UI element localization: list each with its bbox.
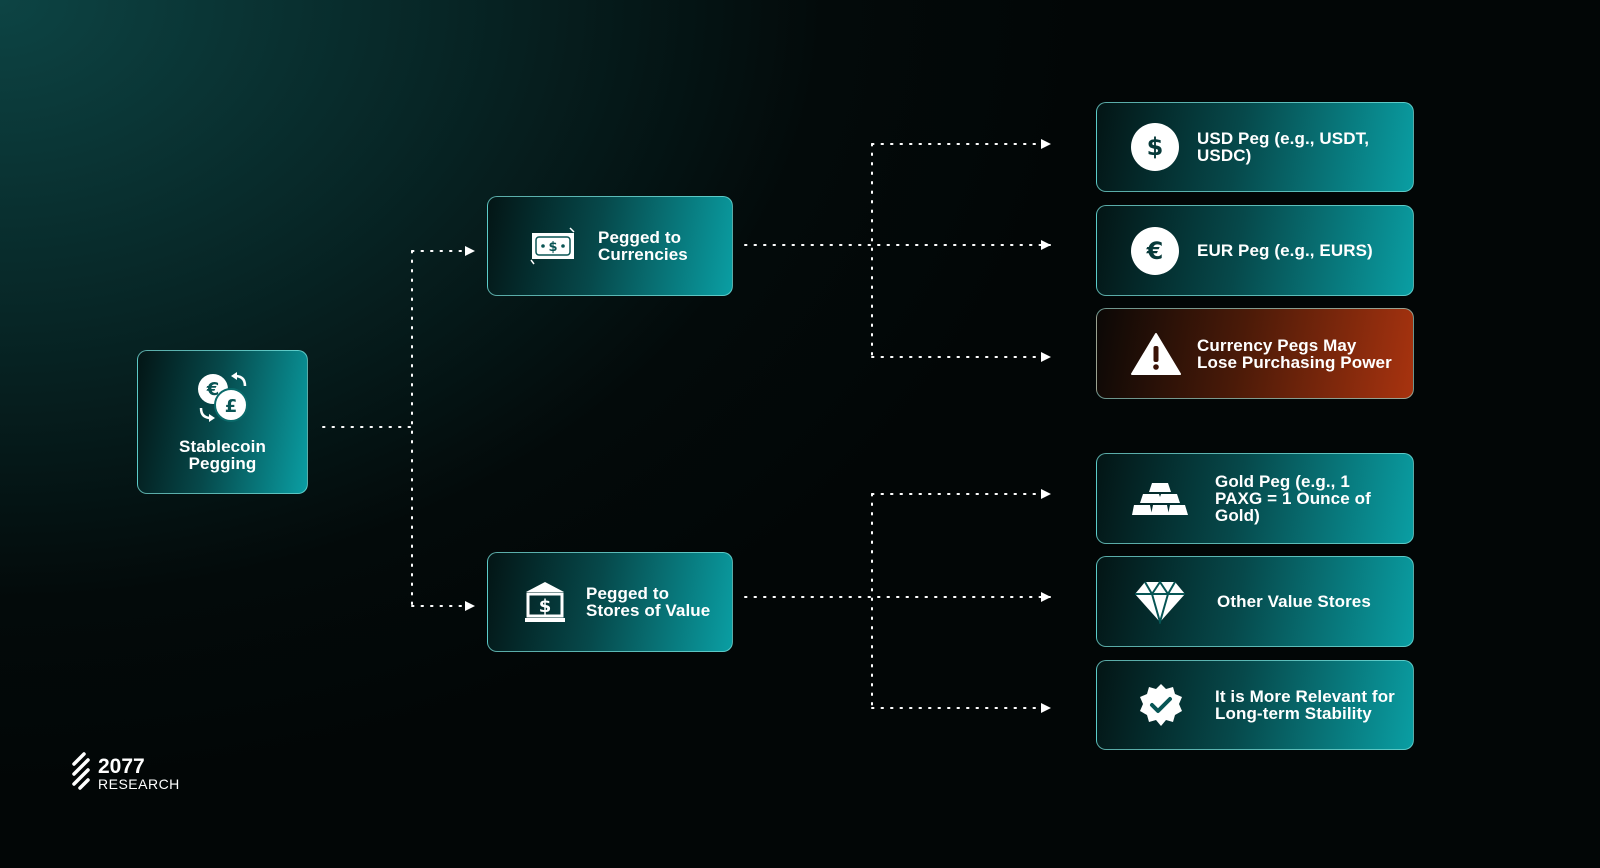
- gold-bars-icon: [1131, 481, 1189, 517]
- eur-peg-line1: EUR Peg (e.g., EURS): [1197, 241, 1373, 260]
- 2077-research-logo: 2077 RESEARCH: [70, 752, 180, 795]
- euro-icon: €: [1131, 226, 1179, 275]
- leaf-long-term-stability: It is More Relevant for Long-term Stabil…: [1096, 660, 1414, 750]
- branch-pegged-to-currencies: $ Pegged to Currencies: [487, 196, 733, 296]
- svg-text:€: €: [1146, 237, 1164, 265]
- gold-peg-line3: Gold): [1215, 506, 1260, 525]
- gold-peg-line1: Gold Peg (e.g., 1: [1215, 472, 1350, 491]
- diamond-icon: [1133, 579, 1187, 624]
- svg-text:£: £: [224, 396, 237, 417]
- usd-peg-line2: USDC): [1197, 146, 1252, 165]
- logo-number: 2077: [98, 755, 145, 778]
- warning-line2: Lose Purchasing Power: [1197, 352, 1392, 372]
- branch1-label-line1: Pegged to: [598, 228, 682, 247]
- leaf-eur-peg: € EUR Peg (e.g., EURS): [1096, 205, 1414, 296]
- leaf-currency-pegs-warning: Currency Pegs May Lose Purchasing Power: [1096, 308, 1414, 399]
- svg-text:$: $: [1147, 133, 1164, 161]
- leaf-gold-peg: Gold Peg (e.g., 1 PAXG = 1 Ounce of Gold…: [1096, 453, 1414, 544]
- logo-word: RESEARCH: [98, 776, 180, 792]
- currency-exchange-icon: € £: [195, 372, 251, 426]
- gold-peg-line2: PAXG = 1 Ounce of: [1215, 489, 1371, 508]
- branch2-label-line1: Pegged to: [586, 584, 670, 603]
- stability-line1: It is More Relevant for: [1215, 687, 1395, 706]
- banknote-icon: $: [530, 226, 576, 266]
- svg-text:$: $: [539, 596, 552, 617]
- branch1-label-line2: Currencies: [598, 245, 688, 264]
- leaf-usd-peg: $ USD Peg (e.g., USDT, USDC): [1096, 102, 1414, 192]
- svg-text:€: €: [205, 379, 219, 400]
- other-value-line1: Other Value Stores: [1217, 592, 1371, 611]
- stability-line2: Long-term Stability: [1215, 704, 1372, 723]
- usd-peg-line1: USD Peg (e.g., USDT,: [1197, 129, 1370, 148]
- branch2-label-line2: Stores of Value: [586, 601, 711, 620]
- logo-stripes-icon: [70, 752, 92, 795]
- leaf-other-value-stores: Other Value Stores: [1096, 556, 1414, 647]
- svg-text:$: $: [548, 240, 557, 255]
- branch-pegged-to-stores-of-value: $ Pegged to Stores of Value: [487, 552, 733, 652]
- verified-badge-icon: [1139, 683, 1183, 727]
- root-label-line1: Stablecoin: [179, 437, 266, 456]
- warning-line1: Currency Pegs May: [1197, 335, 1357, 355]
- dollar-icon: $: [1131, 123, 1179, 171]
- warning-icon: [1131, 332, 1181, 376]
- root-node-stablecoin-pegging: € £ Stablecoin Pegging: [137, 350, 308, 494]
- root-label-line2: Pegging: [188, 454, 257, 473]
- bank-dollar-icon: $: [524, 580, 566, 624]
